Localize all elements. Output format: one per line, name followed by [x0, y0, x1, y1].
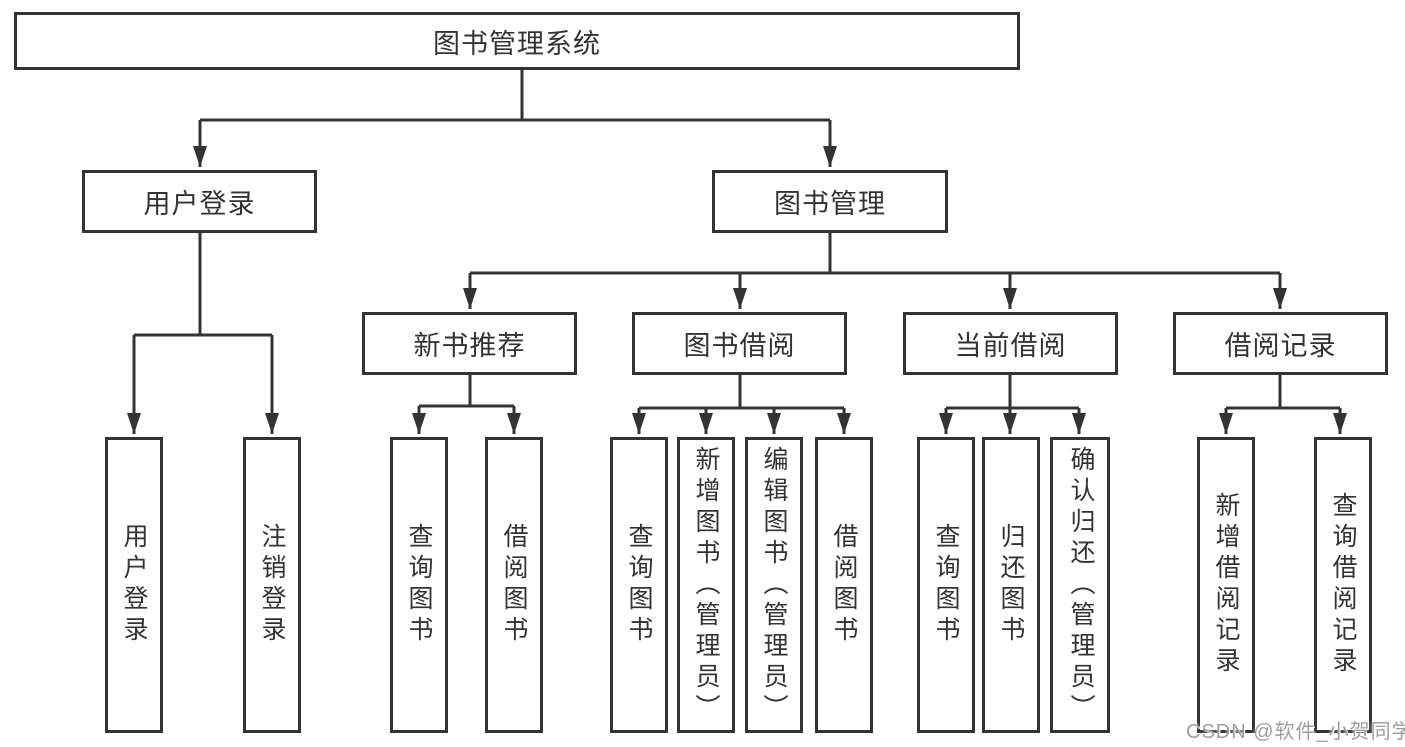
leaf-cb-confirm-return-admin: 确认归还（管理员） [1050, 437, 1110, 733]
node-new-book-recommend: 新书推荐 [362, 312, 577, 375]
node-book-borrowing: 图书借阅 [632, 312, 847, 375]
leaf-cb-query-books: 查询图书 [917, 437, 975, 733]
leaf-br-add-borrow-record: 新增借阅记录 [1197, 437, 1255, 733]
node-borrowing-records: 借阅记录 [1173, 312, 1388, 375]
connector-borrow-records-to-leaves [1219, 375, 1347, 434]
node-user-login: 用户登录 [82, 170, 317, 233]
node-current-borrowing: 当前借阅 [903, 312, 1118, 375]
leaf-nb-borrow-books: 借阅图书 [485, 437, 543, 733]
leaf-user-login: 用户登录 [105, 437, 163, 733]
leaf-bb-edit-books-admin: 编辑图书（管理员） [745, 437, 803, 733]
connector-current-borrow-to-leaves [939, 375, 1086, 434]
leaf-nb-query-books: 查询图书 [390, 437, 448, 733]
connector-book-mgmt-to-level3 [463, 233, 1287, 309]
connector-book-borrow-to-leaves [632, 375, 851, 434]
connector-root-to-level2 [193, 69, 837, 167]
leaf-bb-query-books: 查询图书 [610, 437, 668, 733]
leaf-br-query-borrow-record: 查询借阅记录 [1314, 437, 1372, 733]
csdn-watermark: CSDN @软件_小贺同学 [1186, 721, 1405, 743]
leaf-bb-borrow-books: 借阅图书 [815, 437, 873, 733]
leaf-bb-add-books-admin: 新增图书（管理员） [677, 437, 735, 733]
node-book-management: 图书管理 [712, 170, 948, 233]
connector-new-books-to-leaves [412, 375, 521, 434]
connector-user-login-to-leaves [127, 233, 279, 434]
leaf-logout: 注销登录 [243, 437, 301, 733]
leaf-cb-return-books: 归还图书 [982, 437, 1040, 733]
node-library-management-system: 图书管理系统 [14, 12, 1020, 70]
